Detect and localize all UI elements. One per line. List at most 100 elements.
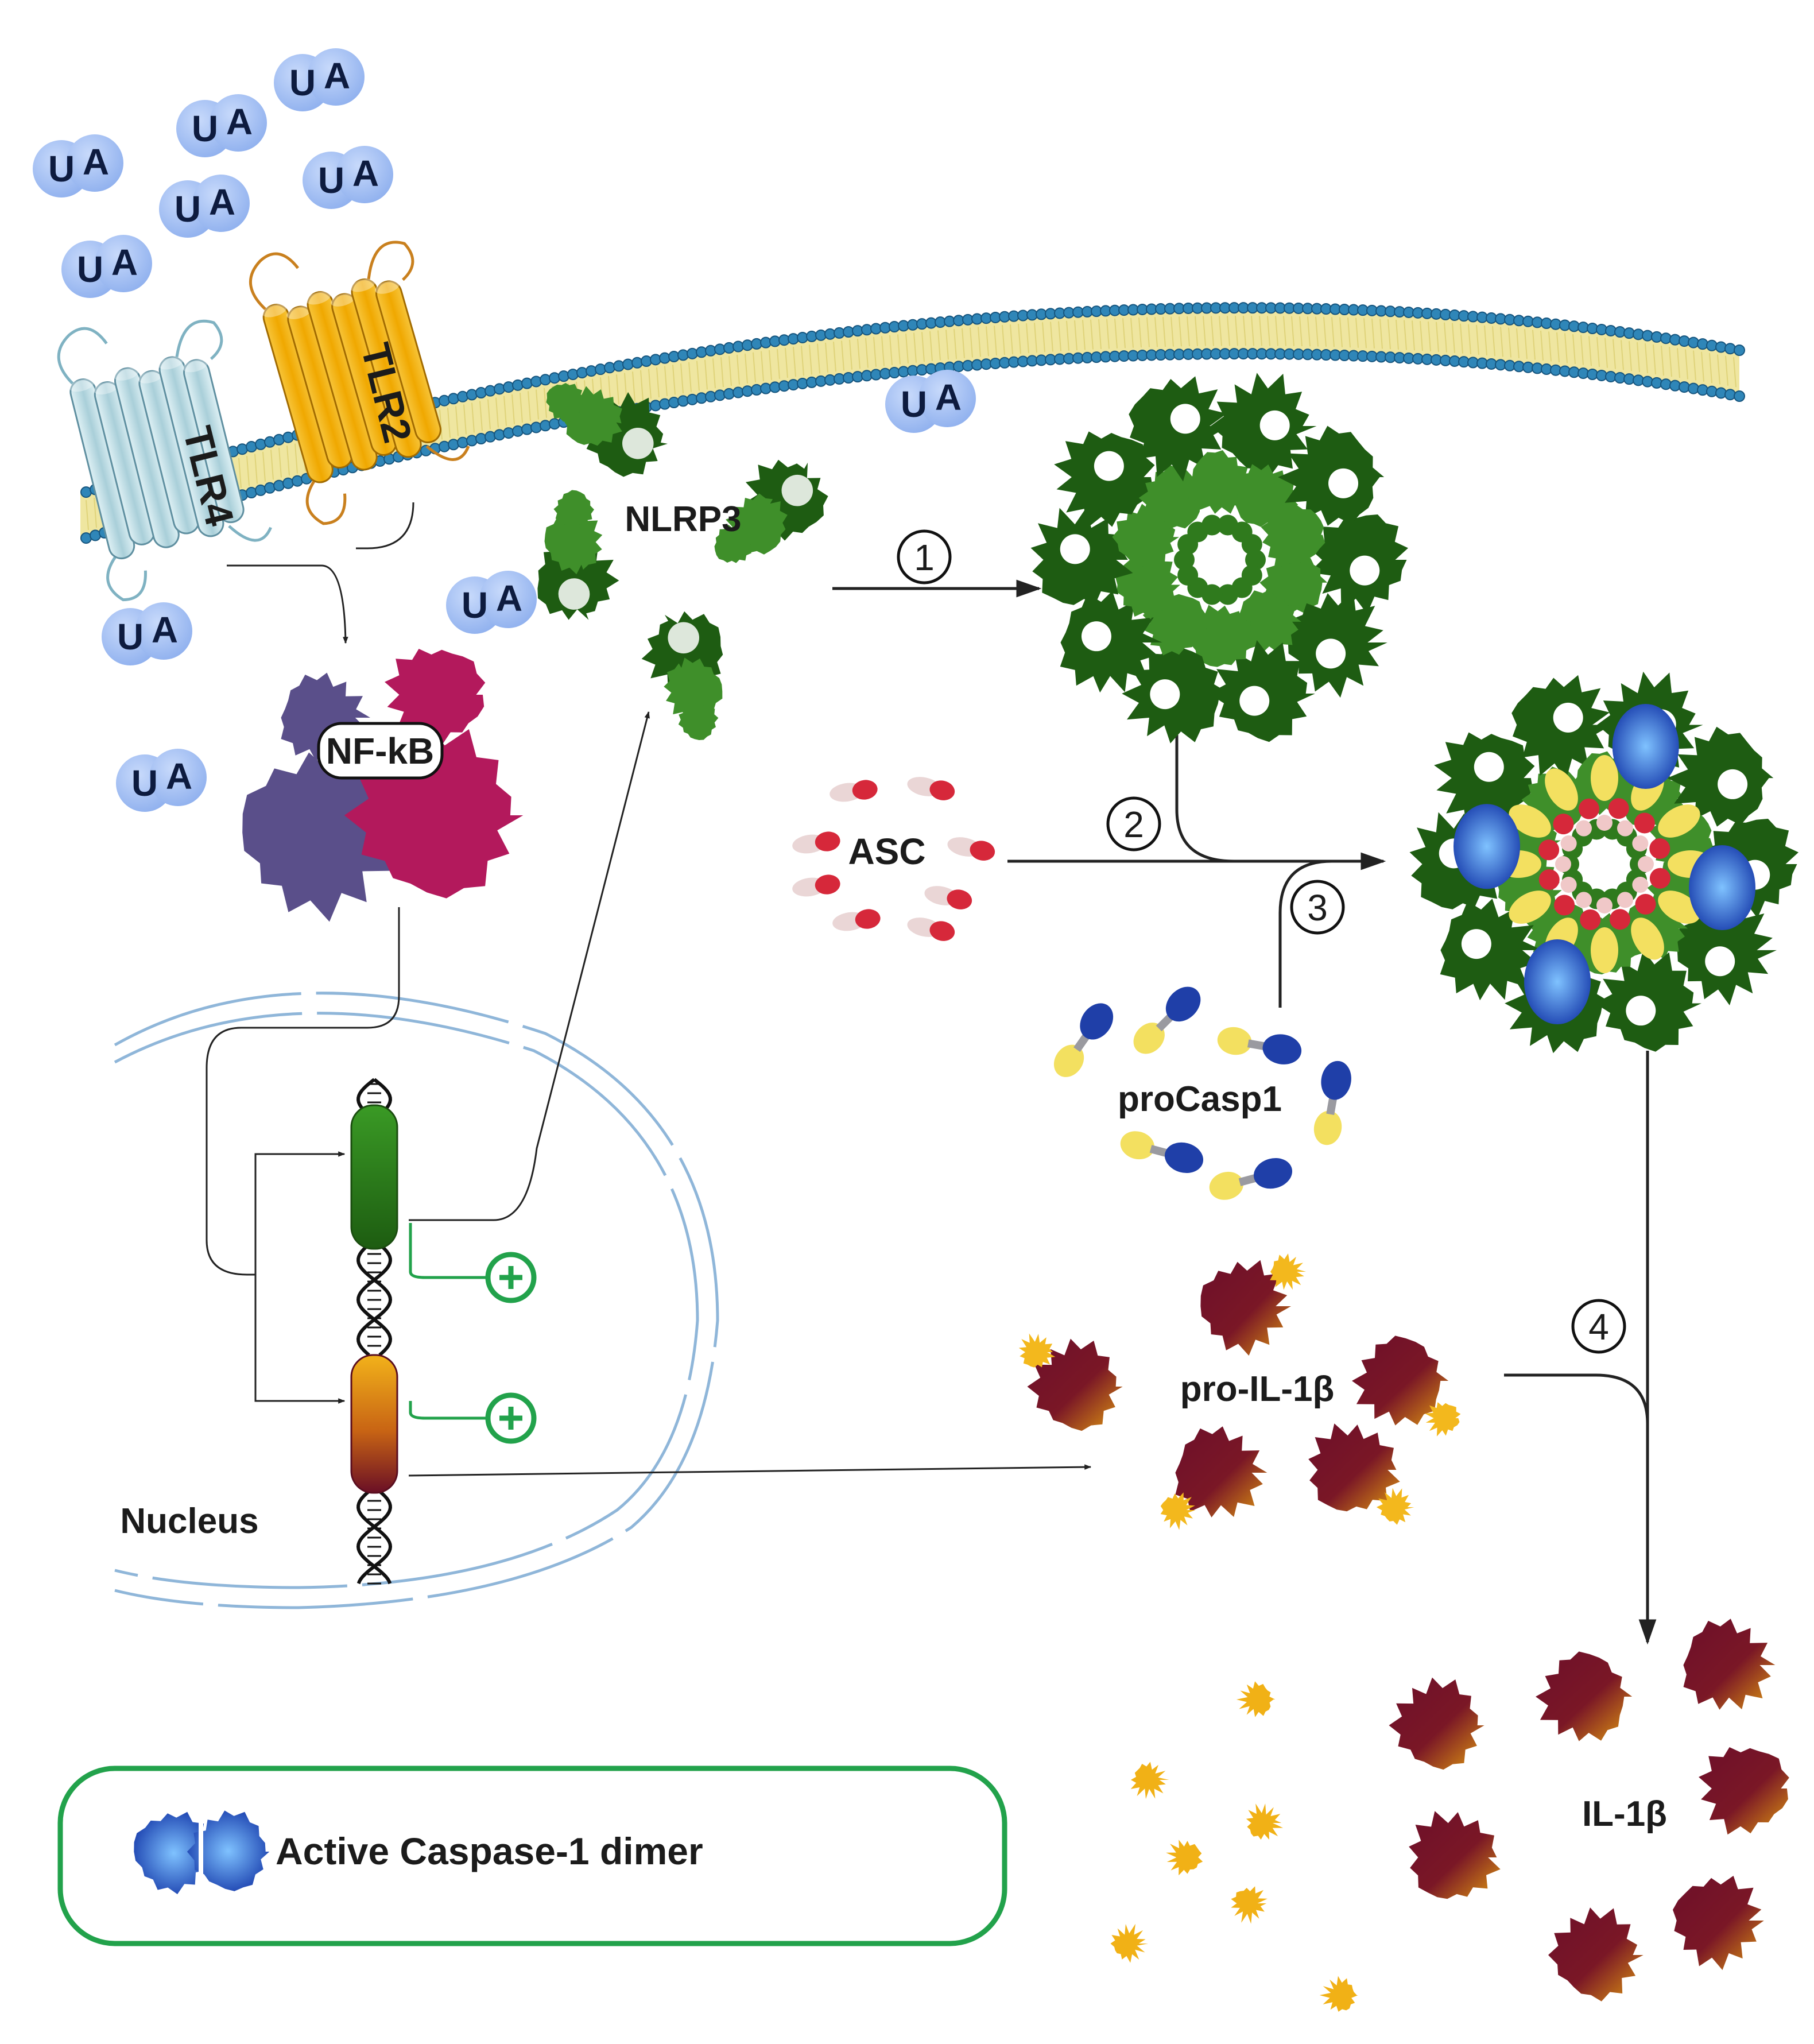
asc-pyd bbox=[1638, 856, 1654, 872]
tlr-to-nfkb-arrow bbox=[227, 564, 348, 644]
pro-il1b-label: pro-IL-1β bbox=[1180, 1369, 1335, 1409]
nlrp3-pyd bbox=[714, 524, 752, 563]
inflammasome-lrr-domain bbox=[1060, 591, 1162, 693]
ua-label-u: U bbox=[77, 249, 103, 290]
nucleus-envelope bbox=[114, 992, 719, 1609]
il1b-core bbox=[1027, 1338, 1123, 1431]
il1b-core bbox=[1200, 1260, 1291, 1356]
pro-il1b-molecule bbox=[1200, 1253, 1307, 1356]
inflammasome-lrr-pocket bbox=[1718, 769, 1748, 799]
il1b-core bbox=[1308, 1423, 1400, 1512]
pro-il1b-molecule bbox=[1160, 1426, 1268, 1530]
asc-speck bbox=[1608, 798, 1629, 819]
tlr2-receptor bbox=[249, 241, 470, 525]
asc-speck bbox=[1580, 909, 1601, 930]
asc-speck bbox=[1610, 909, 1631, 930]
inflammasome-lrr-pocket bbox=[1081, 621, 1111, 652]
cleaved-pro-domain bbox=[1110, 1923, 1149, 1963]
procaspase-1 bbox=[1133, 986, 1201, 1054]
il1b-core bbox=[1175, 1426, 1268, 1517]
nfkb-p65-top bbox=[385, 649, 486, 746]
nlrp3-nacht bbox=[544, 511, 603, 575]
asc-speck bbox=[1649, 868, 1670, 889]
ua-label-a: A bbox=[152, 609, 178, 651]
uric-acid-molecule bbox=[33, 134, 123, 198]
nlrp3-gene bbox=[350, 1104, 398, 1250]
asc-pyd bbox=[1560, 835, 1577, 851]
ua-label-a: A bbox=[496, 578, 522, 619]
pro-il1b-molecule bbox=[1018, 1333, 1123, 1431]
inflammasome-lrr-pocket bbox=[1474, 752, 1504, 782]
ua-label-a: A bbox=[83, 141, 109, 183]
ua-label-u: U bbox=[117, 616, 144, 657]
asc-pyd bbox=[1555, 856, 1571, 872]
procasp1-merge-line bbox=[1278, 860, 1332, 1008]
nlrp3-monomer bbox=[641, 611, 723, 741]
ua-label-a: A bbox=[209, 181, 235, 223]
inflammasome-lrr-domain bbox=[1440, 899, 1542, 1001]
procaspase-card-domain bbox=[1545, 768, 1578, 811]
uric-acid-molecule bbox=[61, 235, 152, 298]
inflammasome-pyd-core bbox=[1201, 514, 1223, 536]
il1b-molecule bbox=[1699, 1747, 1789, 1835]
ua-label-u: U bbox=[289, 62, 316, 103]
ua-label-a: A bbox=[226, 101, 253, 142]
step-marker bbox=[1571, 1299, 1626, 1354]
procaspase-1 bbox=[1313, 1060, 1351, 1145]
nfkb-p50-subunit bbox=[242, 749, 406, 922]
pro-domain bbox=[1018, 1333, 1056, 1368]
procaspase-card-domain bbox=[1590, 927, 1619, 973]
plus-icon-cross bbox=[499, 1407, 522, 1430]
inflammasome-lrr-pocket bbox=[1461, 929, 1491, 959]
nlrp3-nacht bbox=[664, 657, 723, 721]
procaspase-card-domain bbox=[1631, 918, 1664, 960]
uric-acid-molecule bbox=[885, 370, 976, 433]
procaspase-card-domain bbox=[1590, 755, 1619, 801]
pro-domain bbox=[1376, 1488, 1414, 1525]
asc-pyd bbox=[1617, 820, 1633, 837]
step-marker bbox=[1106, 796, 1161, 851]
procaspase-card-domain bbox=[1509, 804, 1551, 838]
asc-adaptor bbox=[924, 886, 972, 909]
cleaved-pro-domain bbox=[1236, 1681, 1276, 1717]
uric-acid-molecule bbox=[102, 602, 192, 665]
pro-domain bbox=[1160, 1492, 1196, 1530]
caspase-monomer-right bbox=[187, 1810, 270, 1891]
il1b-core bbox=[1352, 1335, 1449, 1426]
uric-acid-molecule bbox=[446, 571, 537, 634]
nlrp3-pyd bbox=[546, 383, 584, 422]
asc-adaptor bbox=[792, 874, 840, 897]
nlrp3-monomer bbox=[714, 459, 828, 563]
ua-label-u: U bbox=[318, 160, 344, 201]
uric-acid-molecule bbox=[159, 175, 250, 238]
inflammasome-lrr-pocket bbox=[1259, 410, 1290, 440]
il1b-molecule bbox=[1389, 1677, 1484, 1770]
pro-il1b-merge-line bbox=[1504, 1373, 1649, 1424]
inflammasome-merge-line bbox=[1175, 735, 1235, 863]
caspase-dimer-icon bbox=[134, 1810, 270, 1895]
asc-pyd bbox=[1632, 877, 1649, 893]
asc-speck bbox=[1538, 839, 1560, 861]
step-marker bbox=[897, 529, 952, 584]
nlrp3-monomer bbox=[537, 490, 619, 620]
ua-label-u: U bbox=[901, 384, 927, 425]
asc-adaptor bbox=[907, 918, 955, 941]
nfkb-label: NF-kB bbox=[326, 730, 434, 772]
nfkb-to-genes-line bbox=[206, 907, 400, 1276]
asc-pyd bbox=[1560, 877, 1577, 893]
ua-label-a: A bbox=[352, 153, 379, 194]
cleaved-pro-domain bbox=[1319, 1976, 1358, 2012]
asc-speck bbox=[1554, 895, 1575, 916]
plus-icon-cross bbox=[499, 1266, 522, 1289]
active-caspase-1 bbox=[1612, 704, 1679, 789]
asc-adaptor bbox=[907, 777, 955, 800]
ua-label-u: U bbox=[175, 188, 201, 230]
inflammasome-pore bbox=[1585, 845, 1624, 884]
procaspase-1 bbox=[1120, 1131, 1204, 1173]
step-number: 1 bbox=[914, 537, 935, 578]
nlrp3-translation-arrow bbox=[409, 711, 650, 1221]
nfkb-complex bbox=[242, 649, 524, 922]
